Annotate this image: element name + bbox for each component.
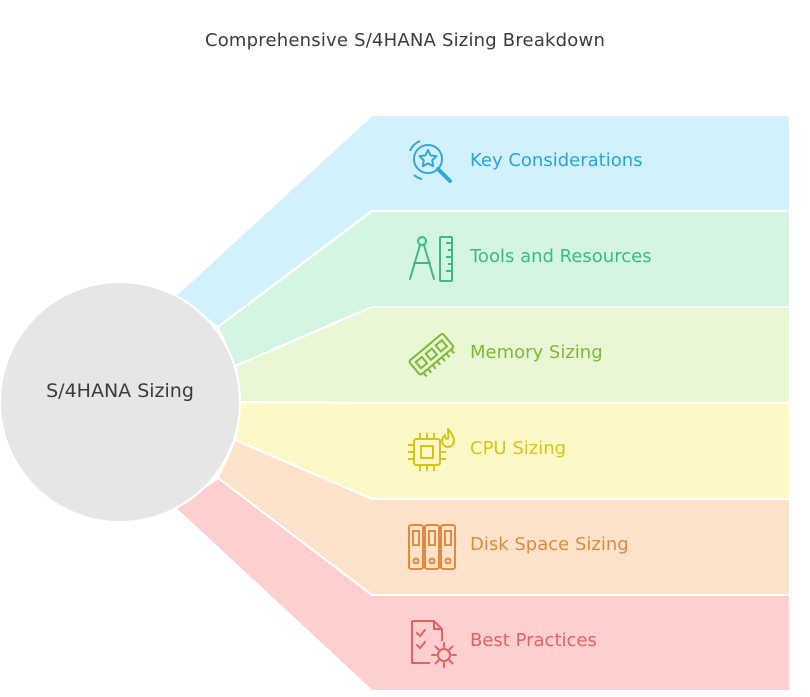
branch-label-4: CPU Sizing (470, 438, 567, 459)
hub-label: S/4HANA Sizing (46, 380, 194, 402)
branch-label-6: Best Practices (470, 630, 597, 651)
branch-label-5: Disk Space Sizing (470, 534, 629, 555)
branch-label-1: Key Considerations (470, 150, 643, 171)
memory-chip-icon (408, 333, 455, 378)
branch-label-2: Tools and Resources (470, 246, 652, 267)
cpu-flame-icon (408, 428, 455, 471)
search-star-icon (409, 140, 452, 183)
hub-circle (0, 281, 241, 523)
compass-ruler-icon (409, 236, 453, 282)
binders-icon (408, 524, 456, 570)
checklist-gear-icon (411, 620, 457, 668)
branch-label-3: Memory Sizing (470, 342, 603, 363)
diagram-title: Comprehensive S/4HANA Sizing Breakdown (204, 30, 606, 51)
